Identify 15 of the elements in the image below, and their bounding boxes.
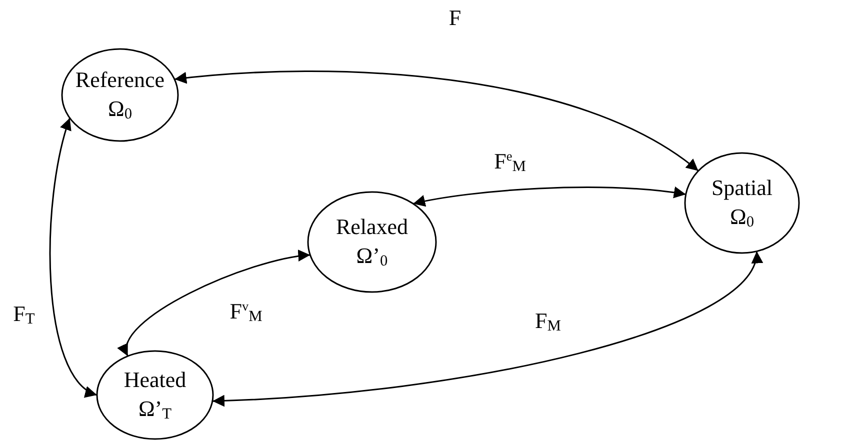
state-name: Spatial bbox=[711, 174, 773, 202]
double-arrow bbox=[412, 186, 686, 208]
double-arrow bbox=[174, 70, 699, 172]
state-name: Heated bbox=[124, 366, 186, 394]
double-arrow bbox=[49, 118, 98, 396]
state-ellipse bbox=[61, 48, 179, 142]
edge-label: F bbox=[448, 7, 462, 29]
state-symbol: Ω$_{0}$ bbox=[108, 94, 132, 124]
edge-label: F$_{T}$ bbox=[13, 303, 35, 327]
state-ellipse bbox=[684, 152, 800, 254]
state-symbol: Ω$_{0}$ bbox=[730, 202, 754, 232]
state-name: Relaxed bbox=[336, 213, 408, 242]
state-symbol: Ω’$_{T}$ bbox=[138, 394, 172, 424]
state-ellipse bbox=[96, 350, 214, 440]
state-name: Reference bbox=[75, 66, 165, 94]
